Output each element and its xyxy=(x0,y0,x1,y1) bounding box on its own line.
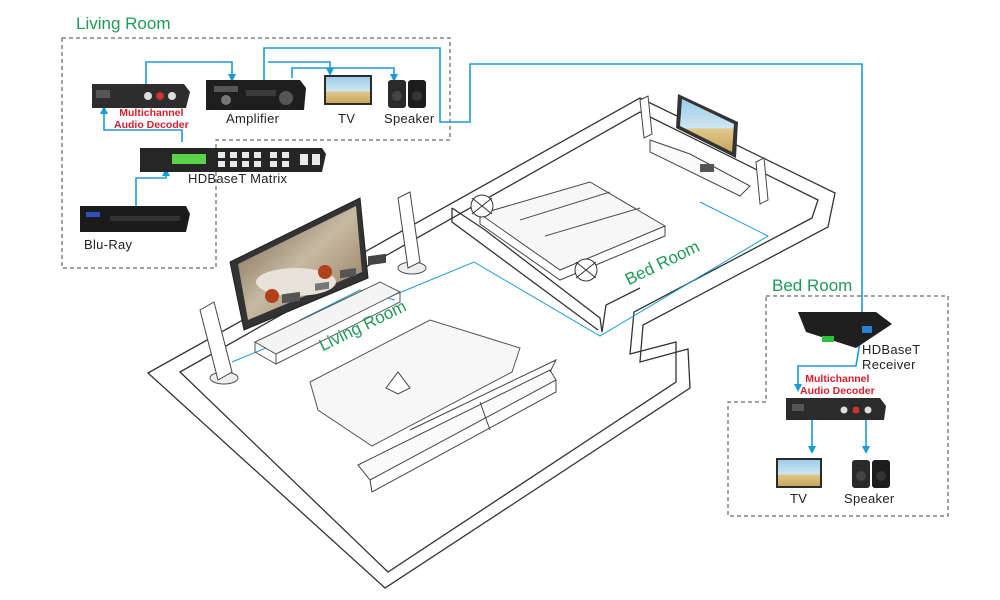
bed-speaker-icon xyxy=(852,460,890,488)
bluray-device xyxy=(80,206,190,232)
living-decoder-label-line1: Multichannel xyxy=(119,107,184,119)
living-room-panel xyxy=(61,37,866,324)
speaker-icon xyxy=(388,80,426,108)
amplifier-device xyxy=(206,80,306,110)
bed-tv-label: TV xyxy=(790,491,808,506)
bedroom-tv-icon xyxy=(676,94,738,158)
bluray-label: Blu-Ray xyxy=(84,237,133,252)
bed-room-panel xyxy=(727,295,949,517)
bed-decoder-label: Multichannel Audio Decoder xyxy=(800,373,875,397)
living-room-panel-title: Living Room xyxy=(76,14,171,33)
hdbaset-receiver-label: HDBaseT Receiver xyxy=(862,342,920,372)
living-decoder-device xyxy=(92,84,190,108)
bed-speaker-label: Speaker xyxy=(844,491,895,506)
floor-speaker-right xyxy=(397,191,427,275)
coffee-table xyxy=(309,319,521,447)
hdbaset-receiver-device xyxy=(798,312,892,348)
tv-label: TV xyxy=(338,111,356,126)
bed-room-panel-title: Bed Room xyxy=(772,276,853,295)
living-room-cables xyxy=(100,47,866,324)
hdbaset-matrix-label: HDBaseT Matrix xyxy=(188,171,288,186)
floor-speaker-left xyxy=(199,301,239,385)
inner-wall xyxy=(178,111,819,573)
living-room-panel-border xyxy=(61,37,451,269)
hdbaset-receiver-label-line2: Receiver xyxy=(862,357,916,372)
bed-decoder-device xyxy=(786,398,886,420)
bed-room-panel-border xyxy=(727,295,949,517)
bed-decoder-label-line1: Multichannel xyxy=(805,373,870,385)
speaker-label: Speaker xyxy=(384,111,435,126)
tv-icon xyxy=(324,75,372,105)
bedroom-partition xyxy=(451,207,641,333)
living-room-furniture xyxy=(199,191,558,493)
bed-tv-icon xyxy=(776,458,822,488)
big-tv-icon xyxy=(229,197,369,331)
hdbaset-receiver-label-line1: HDBaseT xyxy=(862,342,921,357)
living-decoder-label: Multichannel Audio Decoder xyxy=(114,107,189,131)
bed-room-cables xyxy=(794,329,870,454)
bed-decoder-label-line2: Audio Decoder xyxy=(800,385,875,397)
bedroom-furniture xyxy=(470,94,769,282)
living-decoder-label-line2: Audio Decoder xyxy=(114,119,189,131)
hdbaset-matrix-device xyxy=(140,148,326,172)
amplifier-label: Amplifier xyxy=(226,111,280,126)
